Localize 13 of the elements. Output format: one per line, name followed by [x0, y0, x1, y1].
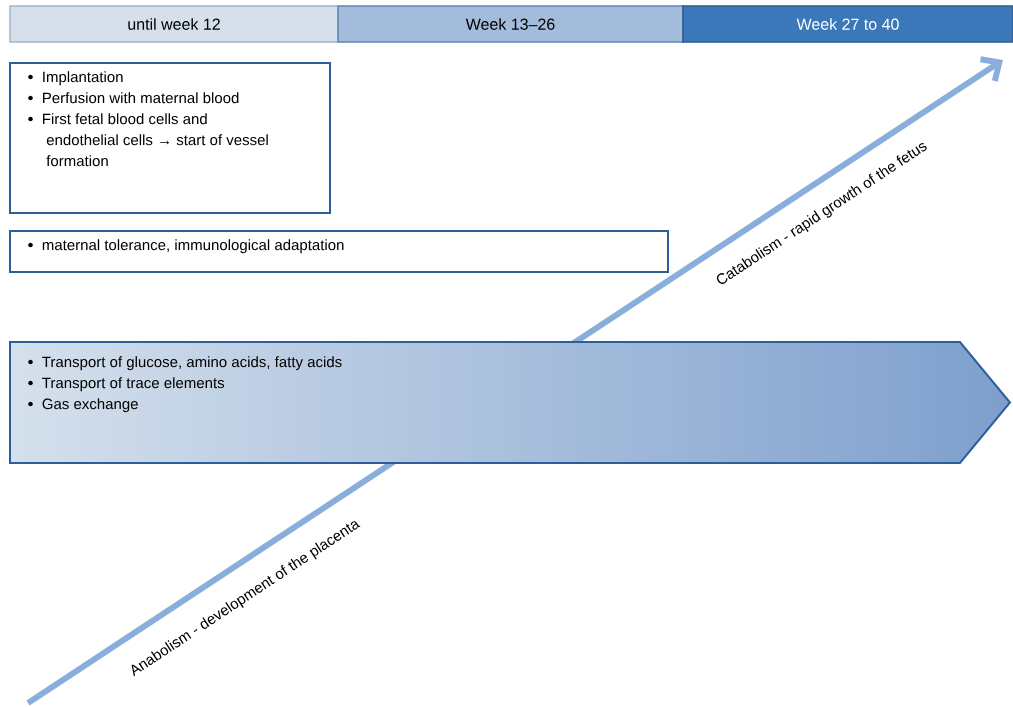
- text-box: [9, 230, 669, 273]
- list-item: Transport of trace elements: [42, 377, 225, 392]
- list-item: Gas exchange: [42, 398, 138, 413]
- list-item: Perfusion with maternal blood: [43, 92, 239, 104]
- timeline-band: Week 27 to 40: [682, 5, 1013, 43]
- list-item: First fetal blood cells and endothelial cells → start of vessel formation: [43, 113, 268, 167]
- list-item: Implantation: [43, 71, 123, 86]
- list-item: Transport of glucose, amino acids, fatty acids: [42, 356, 342, 371]
- timeline-band: until week 12: [9, 5, 339, 43]
- list-item: maternal tolerance, immunological adaptation: [42, 239, 344, 254]
- timeline-band: Week 13–26: [337, 5, 684, 43]
- arrow-band: [9, 341, 1012, 464]
- text-box: [9, 62, 331, 214]
